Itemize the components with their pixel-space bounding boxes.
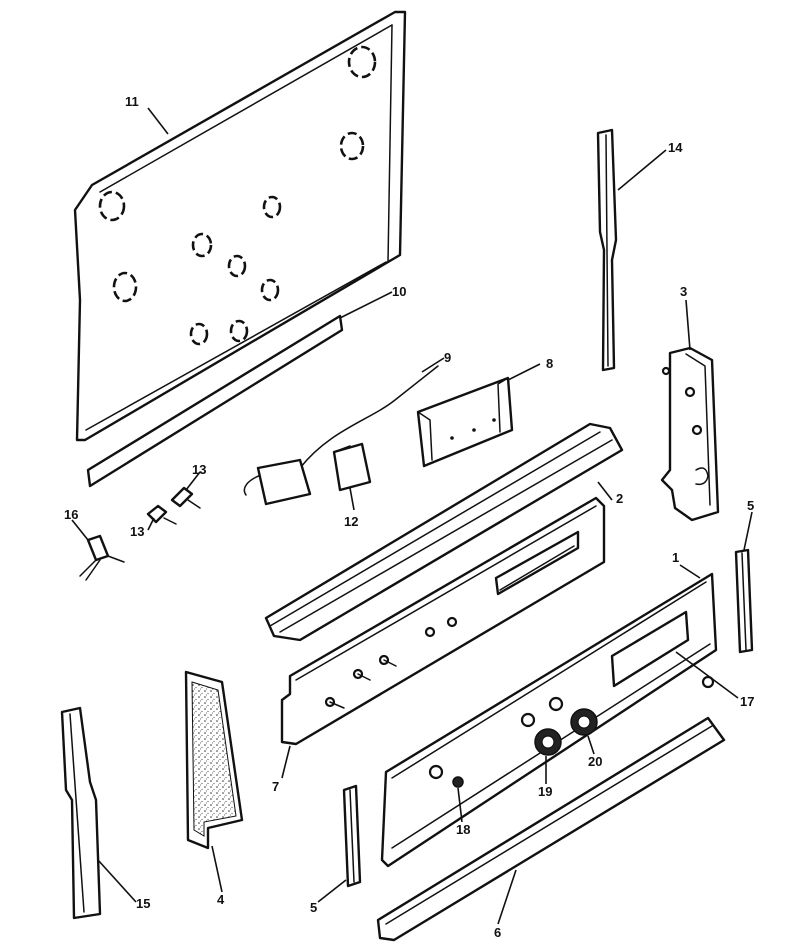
part-10-trim-strip — [86, 314, 344, 488]
part-16-switch — [79, 534, 125, 581]
callout-8: 8 — [546, 356, 553, 371]
part-18-button — [452, 776, 464, 788]
callout-13-upper: 13 — [192, 462, 206, 477]
part-11-back-panel — [73, 10, 407, 442]
part-5-post-right — [734, 548, 754, 654]
callout-10: 10 — [392, 284, 406, 299]
callout-15: 15 — [136, 896, 150, 911]
part-1-front-panel — [380, 572, 718, 868]
callout-9: 9 — [444, 350, 451, 365]
part-4-insulated-panel — [184, 670, 244, 850]
callout-14: 14 — [668, 140, 683, 155]
callout-4: 4 — [217, 892, 225, 907]
callout-1: 1 — [672, 550, 679, 565]
callout-16: 16 — [64, 507, 78, 522]
callout-5-center: 5 — [310, 900, 317, 915]
callout-17: 17 — [740, 694, 754, 709]
part-14-side-rail — [596, 128, 618, 372]
callout-3: 3 — [680, 284, 687, 299]
callout-5-right: 5 — [747, 498, 754, 513]
part-20-knob — [570, 708, 598, 736]
part-13-pin-upper — [170, 486, 201, 509]
part-8-channel-bracket — [416, 376, 514, 468]
part-7-control-panel-bracket — [280, 496, 606, 746]
leader-lines — [71, 107, 753, 925]
part-2-top-trim — [264, 422, 624, 642]
callout-2: 2 — [616, 491, 623, 506]
callout-labels: 1 2 3 4 5 5 6 7 8 9 10 11 12 13 13 14 15… — [64, 94, 754, 940]
part-9-wire-lamp — [243, 365, 439, 506]
part-5-post-center — [342, 784, 362, 888]
callout-20: 20 — [588, 754, 602, 769]
callout-13-lower: 13 — [130, 524, 144, 539]
callout-6: 6 — [494, 925, 501, 940]
part-6-bottom-trim — [376, 716, 726, 942]
part-12-box — [332, 442, 372, 492]
callout-11: 11 — [125, 94, 139, 109]
callout-7: 7 — [272, 779, 279, 794]
part-15-left-rail — [60, 706, 102, 920]
callout-12: 12 — [344, 514, 358, 529]
part-19-knob — [534, 728, 562, 756]
callout-19: 19 — [538, 784, 552, 799]
callout-18: 18 — [456, 822, 470, 837]
part-3-side-bracket — [660, 346, 720, 522]
